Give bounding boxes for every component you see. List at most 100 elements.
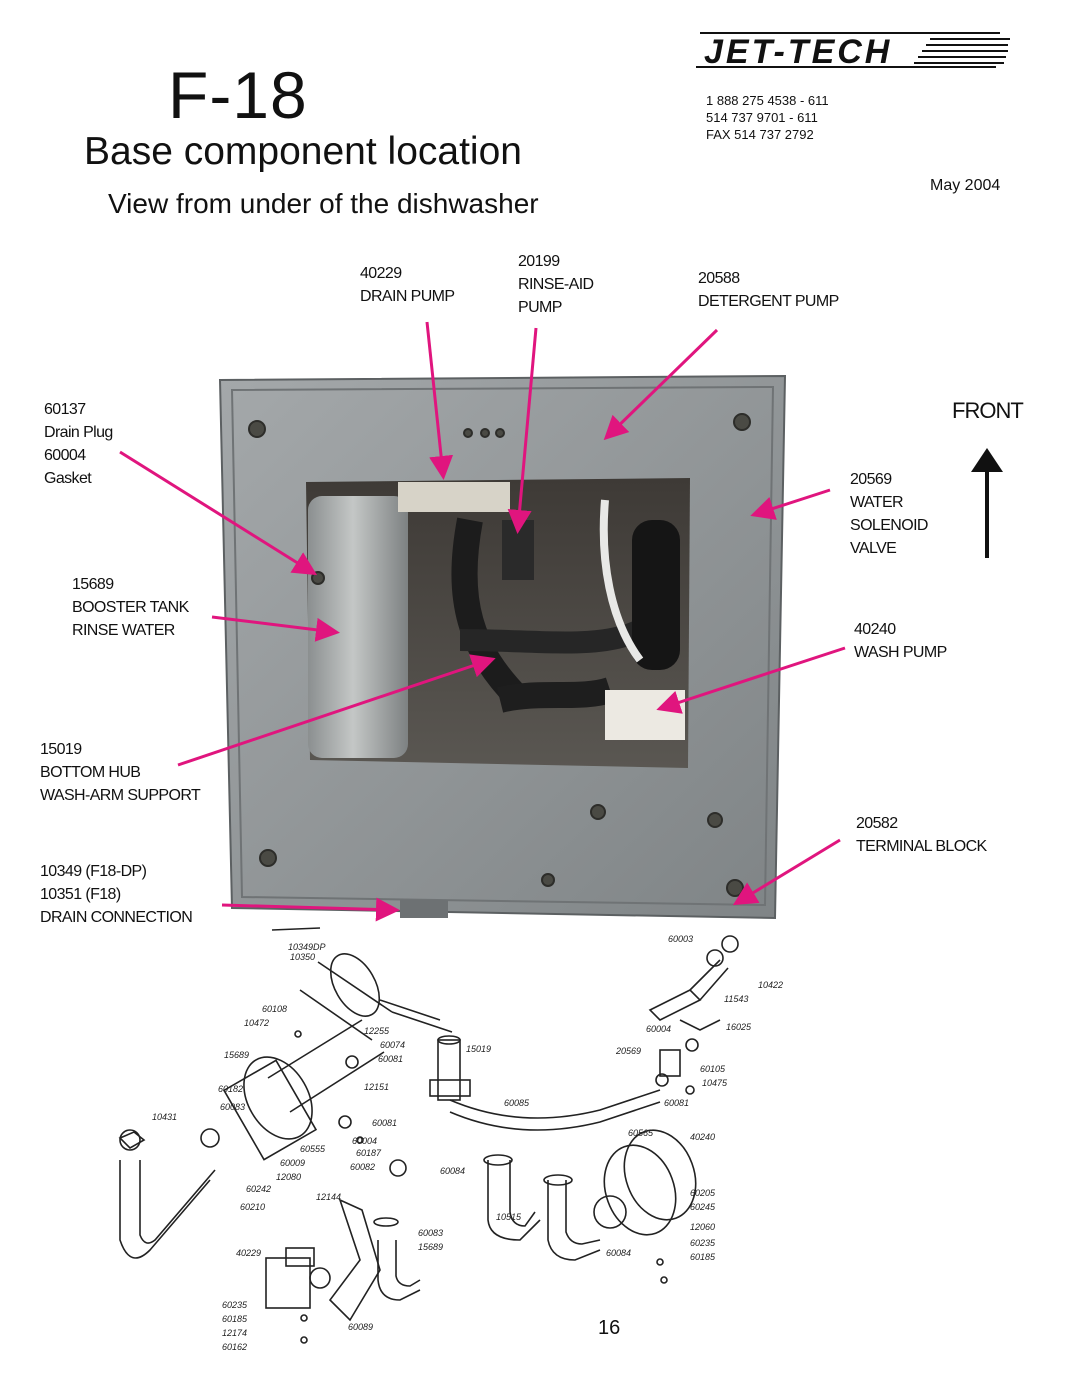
diagram-label: 10515 — [496, 1212, 522, 1222]
diagram-label: 10431 — [152, 1112, 177, 1122]
callout-rinse-aid-pump: 20199 RINSE-AID PUMP — [518, 250, 594, 319]
callout-description: SOLENOID — [850, 517, 928, 534]
fax-number: FAX 514 737 2792 — [706, 127, 814, 142]
diagram-label: 10349DP — [288, 942, 326, 952]
diagram-label: 60083 — [220, 1102, 245, 1112]
callout-part-number: 20199 — [518, 253, 560, 270]
diagram-label: 60009 — [280, 1158, 305, 1168]
callout-part-number: 20569 — [850, 471, 892, 488]
diagram-label: 60081 — [378, 1054, 403, 1064]
arrow-booster-tank — [211, 615, 340, 642]
diagram-label: 60235 — [222, 1300, 248, 1310]
front-label: FRONT — [952, 398, 1024, 423]
callout-part-number: 20582 — [856, 815, 898, 832]
callout-description: BOTTOM HUB — [40, 764, 141, 781]
callout-description: DRAIN CONNECTION — [40, 909, 193, 926]
callout-description: DRAIN PUMP — [360, 288, 455, 305]
callout-drain-connection: 10349 (F18-DP) 10351 (F18) DRAIN CONNECT… — [40, 860, 193, 929]
callout-description: PUMP — [518, 299, 562, 316]
diagram-label: 40229 — [236, 1248, 261, 1258]
diagram-label: 60004 — [352, 1136, 377, 1146]
callout-part-number: 15689 — [72, 576, 114, 593]
diagram-label: 20569 — [615, 1046, 641, 1056]
callout-drain-plug: 60137 Drain Plug 60004 Gasket — [44, 398, 113, 490]
wash-pump-motor — [632, 520, 680, 670]
diagram-label: 10472 — [244, 1018, 269, 1028]
diagram-label: 60082 — [350, 1162, 375, 1172]
callout-description: WASH PUMP — [854, 644, 947, 661]
diagram-label: 60555 — [300, 1144, 326, 1154]
brand-text: JET-TECH — [704, 33, 892, 71]
callout-drain-pump: 40229 DRAIN PUMP — [360, 262, 455, 308]
diagram-label: 60108 — [262, 1004, 287, 1014]
callout-water-solenoid: 20569 WATER SOLENOID VALVE — [850, 468, 928, 560]
callout-part-number: 60137 — [44, 401, 86, 418]
pump-housing — [398, 482, 510, 512]
arrow-bottom-hub — [177, 654, 496, 767]
contact-block: 1 888 275 4538 - 611 514 737 9701 - 611 … — [706, 92, 829, 143]
diagram-label: 60245 — [690, 1202, 716, 1212]
view-caption: View from under of the dishwasher — [108, 188, 539, 219]
jet-tech-logo: JET-TECH — [696, 32, 1010, 71]
diagram-label: 12060 — [690, 1222, 715, 1232]
arrow-wash-pump — [656, 646, 846, 714]
diagram-label: 12151 — [364, 1082, 389, 1092]
diagram-label: 60187 — [356, 1148, 382, 1158]
diagram-label: 60235 — [690, 1238, 716, 1248]
model-title: F-18 — [168, 58, 308, 132]
booster-tank — [308, 496, 408, 758]
callout-description: 10351 (F18) — [40, 886, 121, 903]
diagram-label: 60242 — [246, 1184, 271, 1194]
callout-description: Gasket — [44, 470, 92, 487]
callout-description: RINSE WATER — [72, 622, 175, 639]
callout-description: RINSE-AID — [518, 276, 594, 293]
page-number: 16 — [598, 1317, 621, 1339]
arrow-drain-plug — [119, 450, 318, 576]
phone-1: 1 888 275 4538 - 611 — [706, 93, 829, 108]
diagram-label: 10422 — [758, 980, 783, 990]
diagram-label: 16025 — [726, 1022, 752, 1032]
diagram-label: 60084 — [440, 1166, 465, 1176]
diagram-label: 60081 — [372, 1118, 397, 1128]
callout-description: BOOSTER TANK — [72, 599, 189, 616]
diagram-label: 60185 — [690, 1252, 716, 1262]
callout-part-number: 40240 — [854, 621, 896, 638]
callout-description: DETERGENT PUMP — [698, 293, 839, 310]
arrow-detergent-pump — [603, 328, 719, 441]
diagram-label: 60074 — [380, 1040, 405, 1050]
arrow-terminal-block — [732, 838, 841, 906]
issue-date: May 2004 — [930, 177, 1001, 194]
callout-description: WATER — [850, 494, 904, 511]
diagram-label: 60565 — [628, 1128, 654, 1138]
callout-bottom-hub: 15019 BOTTOM HUB WASH-ARM SUPPORT — [40, 738, 201, 807]
diagram-label: 11543 — [724, 994, 748, 1004]
diagram-label: 60210 — [240, 1202, 265, 1212]
callout-booster-tank: 15689 BOOSTER TANK RINSE WATER — [72, 573, 189, 642]
callout-description: VALVE — [850, 540, 897, 557]
callout-part-number: 10349 (F18-DP) — [40, 863, 147, 880]
diagram-label: 15019 — [466, 1044, 491, 1054]
diagram-label: 40240 — [690, 1132, 715, 1142]
diagram-label: 15689 — [224, 1050, 249, 1060]
diagram-label: 12144 — [316, 1192, 341, 1202]
diagram-label: 15689 — [418, 1242, 443, 1252]
page-title: Base component location — [84, 130, 522, 173]
drain-connection — [400, 900, 448, 918]
diagram-label: 60162 — [222, 1342, 247, 1352]
diagram-label: 60084 — [606, 1248, 631, 1258]
diagram-label: 60185 — [222, 1314, 248, 1324]
diagram-label: 60205 — [690, 1188, 716, 1198]
diagram-label: 60105 — [700, 1064, 726, 1074]
diagram-label: 12255 — [364, 1026, 390, 1036]
diagram-label: 10350 — [290, 952, 315, 962]
diagram-label: 12174 — [222, 1328, 247, 1338]
diagram-label: 60083 — [418, 1228, 443, 1238]
diagram-label: 10475 — [702, 1078, 728, 1088]
diagram-label: 60081 — [664, 1098, 689, 1108]
callout-description: WASH-ARM SUPPORT — [40, 787, 201, 804]
callout-part-number: 20588 — [698, 270, 740, 287]
callout-description: 60004 — [44, 447, 86, 464]
callout-part-number: 40229 — [360, 265, 402, 282]
